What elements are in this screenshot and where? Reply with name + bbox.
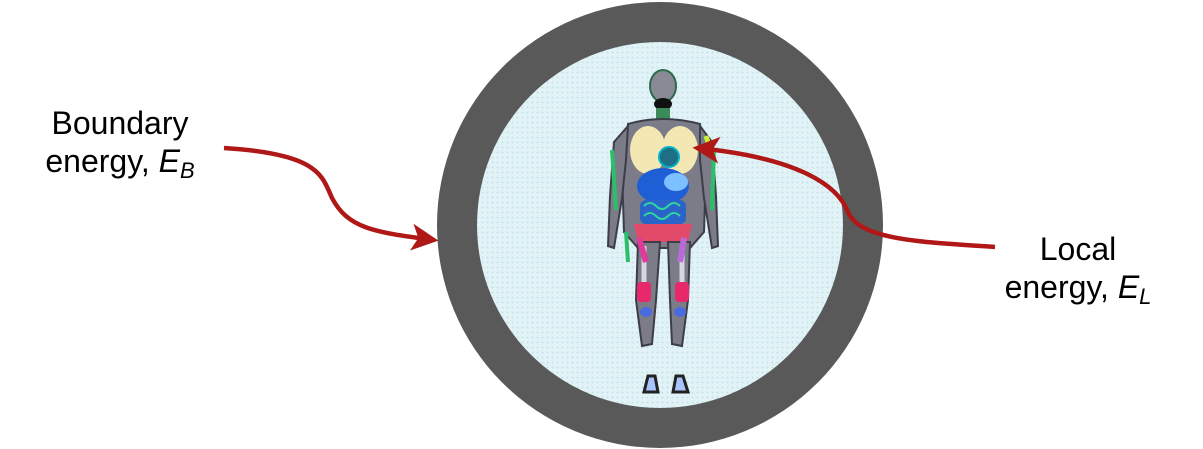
boundary-label-prefix: energy, — [45, 143, 149, 179]
boundary-energy-label: Boundary energy, EB — [0, 104, 240, 180]
local-label-line2: energy, EL — [968, 268, 1188, 306]
boundary-label-line1: Boundary — [0, 104, 240, 142]
local-energy-symbol: EL — [1118, 269, 1152, 305]
boundary-symbol-subscript: B — [180, 158, 195, 183]
boundary-energy-arrow — [224, 148, 434, 240]
local-label-prefix: energy, — [1005, 269, 1109, 305]
boundary-symbol-letter: E — [159, 143, 180, 179]
boundary-energy-symbol: EB — [159, 143, 195, 179]
local-symbol-subscript: L — [1139, 284, 1151, 309]
local-label-line1: Local — [968, 230, 1188, 268]
local-symbol-letter: E — [1118, 269, 1139, 305]
boundary-label-line2: energy, EB — [0, 142, 240, 180]
local-energy-label: Local energy, EL — [968, 230, 1188, 306]
